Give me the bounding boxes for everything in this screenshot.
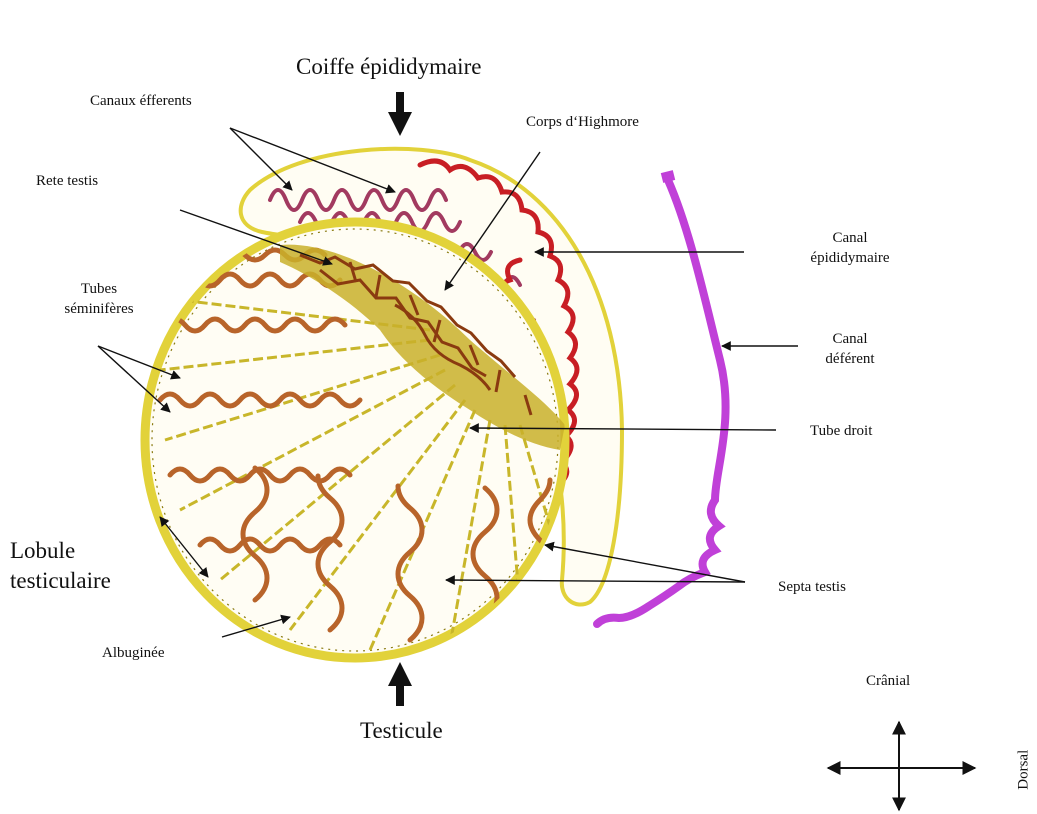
label-canaux-efferents: Canaux éfferents [90,92,192,112]
label-lobule-line1: Lobule [10,536,111,566]
label-rete-testis: Rete testis [36,172,98,192]
label-dorsal: Dorsal [1014,740,1034,800]
label-canal-epid-line2: épididymaire [790,249,910,269]
label-canal-epid-line1: Canal [790,229,910,249]
label-albuginee: Albuginée [102,644,164,664]
label-testicule: Testicule [360,716,443,746]
testicule-pointer-arrow [388,662,412,706]
label-coiffe-epididymaire: Coiffe épididymaire [296,52,481,82]
label-tubes-line2: séminifères [34,300,164,320]
label-canal-deferent: Canal déférent [800,330,900,369]
coiffe-pointer-arrow [388,92,412,136]
label-lobule-testiculaire: Lobule testiculaire [10,536,111,596]
label-canal-epididymaire: Canal épididymaire [790,229,910,268]
label-canal-def-line1: Canal [800,330,900,350]
label-canal-def-line2: déférent [800,350,900,370]
label-tube-droit: Tube droit [810,422,872,442]
label-septa-testis: Septa testis [778,578,846,598]
label-corps-highmore: Corps d‘Highmore [526,113,639,133]
label-cranial: Crânial [866,672,910,692]
orientation-cross [828,722,975,810]
label-tubes-seminiferes: Tubes séminifères [34,280,164,319]
label-tubes-line1: Tubes [34,280,164,300]
label-lobule-line2: testiculaire [10,566,111,596]
vas-deferens-end [662,175,674,178]
